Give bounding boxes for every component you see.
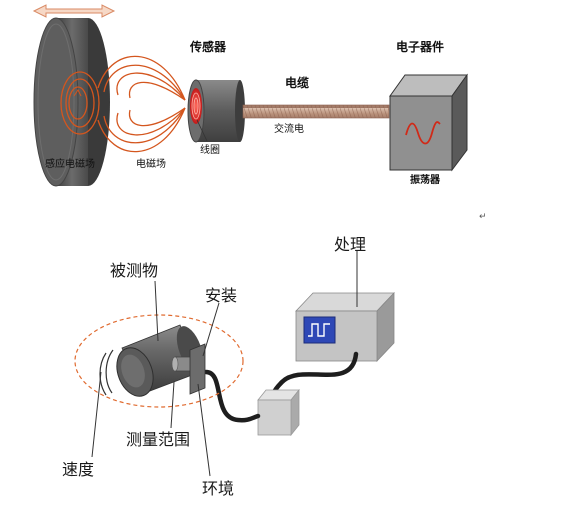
electronics-label: 电子器件	[396, 39, 444, 54]
double-arrow-icon	[32, 4, 116, 18]
installation-label: 安装	[205, 286, 237, 305]
cable-label: 电缆	[285, 75, 309, 90]
electronics-box	[389, 73, 468, 172]
speed-label: 速度	[62, 460, 94, 479]
mount-bracket	[189, 343, 206, 395]
sensor-cable	[203, 369, 261, 423]
coil-label: 线圈	[200, 143, 220, 156]
measuring-range-label: 测量范围	[126, 430, 190, 449]
environment-label: 环境	[202, 479, 234, 498]
screen	[303, 316, 336, 344]
measured-object-label: 被测物	[110, 261, 158, 280]
paragraph-mark: ↵	[479, 212, 487, 222]
square-wave-icon	[308, 323, 330, 337]
processing-unit	[295, 291, 395, 363]
em-field-label: 电磁场	[136, 157, 166, 170]
sensor-label: 传感器	[189, 39, 227, 54]
connector-box	[257, 388, 300, 437]
oscillator-label: 振荡器	[410, 173, 441, 186]
induced-current-rings	[60, 71, 100, 135]
top-diagram: 传感器 电子器件 电缆 交流电 线圈 感应电磁场 电磁场 振荡器	[32, 4, 468, 187]
measurement-zone	[74, 314, 244, 408]
speed-motion-lines	[99, 349, 114, 396]
processing-label: 处理	[334, 235, 366, 254]
sine-wave-icon	[405, 121, 441, 145]
sensor-probe	[171, 343, 206, 395]
induced-field-label: 感应电磁场	[45, 157, 95, 170]
leader-lines	[91, 251, 358, 477]
ac-label: 交流电	[274, 122, 304, 135]
bottom-diagram: 处理 被测物 安装 测量范围 速度 环境	[62, 235, 395, 498]
sensor-head	[187, 79, 245, 143]
em-field-lines	[97, 55, 186, 153]
cable	[242, 104, 390, 119]
